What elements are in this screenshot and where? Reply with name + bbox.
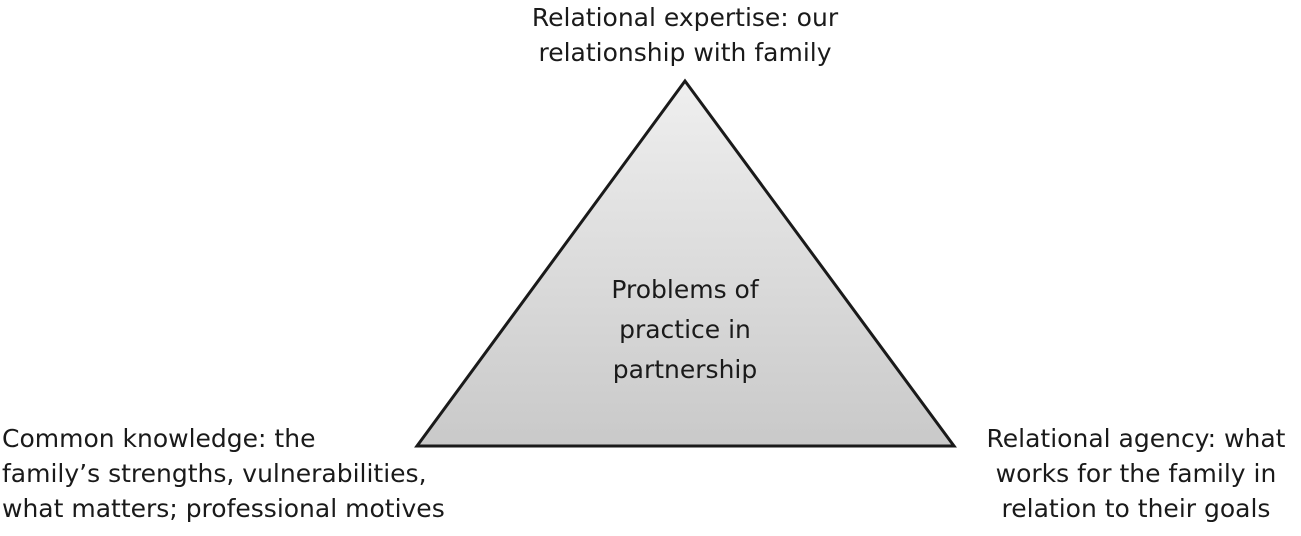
relational-agency-label: Relational agency: what works for the fa… bbox=[971, 421, 1301, 526]
common-knowledge-line-2: family’s strengths, vulnerabilities, bbox=[2, 459, 427, 488]
center-line-1: Problems of bbox=[611, 275, 759, 304]
center-line-3: partnership bbox=[612, 355, 758, 384]
relational-expertise-line-1: Relational expertise: our bbox=[531, 3, 839, 32]
center-label: Problems of practice in partnership bbox=[555, 270, 815, 390]
relational-agency-line-3: relation to their goals bbox=[1001, 494, 1271, 523]
relational-expertise-line-2: relationship with family bbox=[538, 38, 832, 67]
relational-agency-line-1: Relational agency: what bbox=[986, 424, 1286, 453]
common-knowledge-line-3: what matters; professional motives bbox=[2, 494, 445, 523]
common-knowledge-label: Common knowledge: the family’s strengths… bbox=[2, 421, 445, 526]
center-line-2: practice in bbox=[619, 315, 751, 344]
common-knowledge-line-1: Common knowledge: the bbox=[2, 424, 316, 453]
relational-agency-line-2: works for the family in bbox=[995, 459, 1277, 488]
practice-triangle bbox=[414, 78, 957, 448]
relational-expertise-label: Relational expertise: our relationship w… bbox=[450, 0, 920, 70]
